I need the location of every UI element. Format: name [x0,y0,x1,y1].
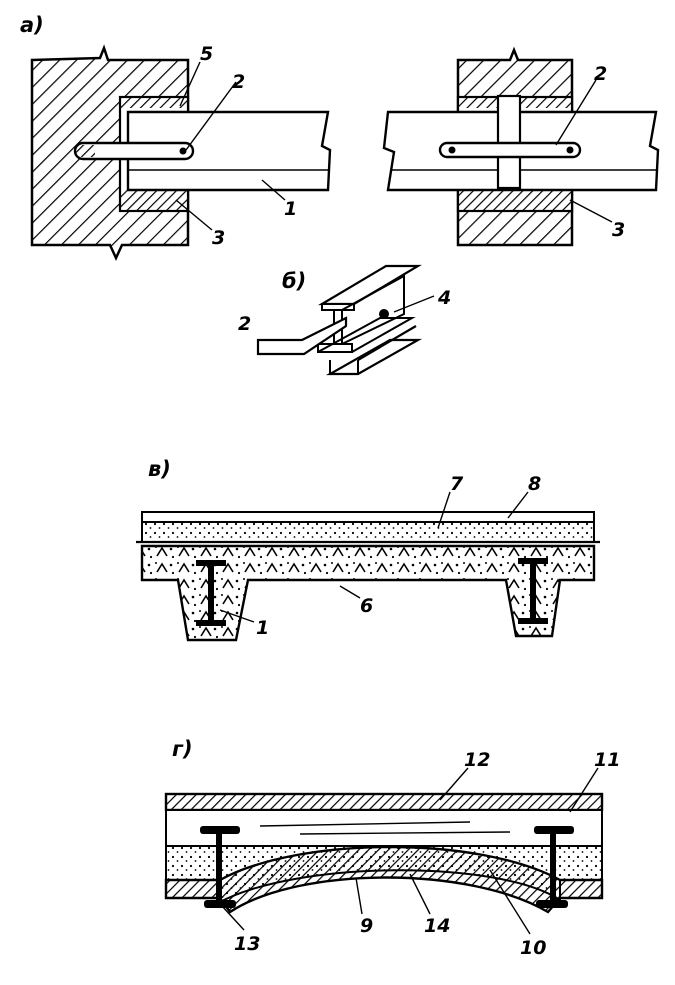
i-beam-left [196,560,226,626]
panel-label-a: а) [20,13,44,37]
vault-arch [164,845,604,914]
beam-left [73,110,332,192]
callout-9: 9 [360,915,373,937]
leaders-a-left [175,61,286,231]
i-beam-g-left [200,826,240,908]
callout-1: 1 [284,198,297,220]
callout-5: 5 [200,43,213,65]
leaders-a-right [555,79,613,223]
callout-12: 12 [464,749,490,771]
callout-3-right: 3 [612,219,625,241]
panel-b: б) 2 4 [238,264,451,376]
callout-1-v: 1 [256,617,269,639]
callout-3: 3 [212,227,225,249]
callout-11: 11 [594,749,620,771]
beam-right [382,94,660,192]
callout-8: 8 [528,473,541,495]
panel-a: а) 5 2 1 3 [20,13,660,261]
callout-2-b: 2 [238,313,251,335]
panel-label-g: г) [172,737,193,761]
callout-10: 10 [520,937,546,959]
callout-14: 14 [424,915,450,937]
callout-13: 13 [234,933,260,955]
callout-4: 4 [437,287,451,309]
callout-7: 7 [450,473,464,495]
i-beam-right [518,558,548,624]
panel-label-b: б) [282,269,306,293]
callout-2: 2 [232,71,245,93]
leader-4 [393,295,435,313]
i-beam-perspective [317,264,423,376]
ribbed-slab [140,544,596,642]
callout-6: 6 [360,595,373,617]
panel-label-v: в) [148,457,171,481]
panel-v: в) 7 8 6 1 [136,457,600,642]
panel-g: г) 12 11 13 9 14 10 [164,737,620,959]
anchor-bar [256,309,389,356]
i-beam-g-right [534,826,574,908]
callout-2-right: 2 [594,63,607,85]
